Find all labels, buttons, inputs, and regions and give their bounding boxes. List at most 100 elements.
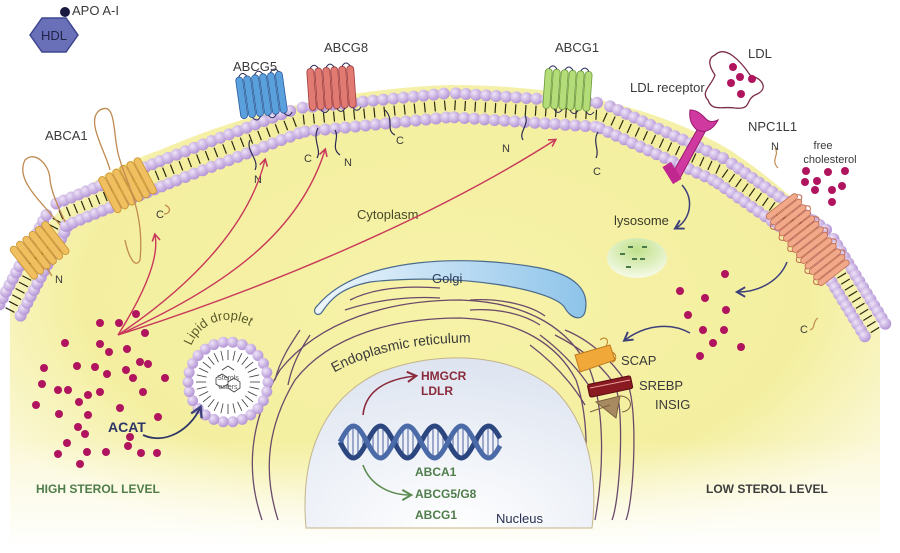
lipid-tail — [870, 326, 880, 334]
lipid-tail — [443, 100, 447, 111]
cholesterol-molecule — [161, 374, 169, 382]
transmembrane-helix — [133, 157, 157, 195]
low-sterol-level-label: LOW STEROL LEVEL — [706, 482, 828, 496]
abca1-c-terminus: C — [156, 209, 164, 221]
lipid-head — [559, 118, 572, 131]
efflux-arrow-abcg5 — [117, 157, 269, 336]
lipid-tail — [48, 224, 59, 230]
lipid-tail — [848, 290, 858, 297]
upregulated-genes: HMGCR LDLR — [421, 369, 467, 398]
cholesterol-molecule — [139, 388, 147, 396]
lipid-tail — [484, 102, 487, 113]
lipid-head — [716, 152, 729, 165]
cholesterol-molecule — [709, 339, 717, 347]
cholesterol-molecule — [81, 430, 89, 438]
lipid-tail — [343, 110, 346, 121]
cholesterol-molecule — [813, 177, 821, 185]
lipid-tail — [762, 197, 769, 207]
cholesterol-molecule — [737, 90, 745, 98]
lipid-head — [518, 116, 531, 129]
lipid-head — [508, 115, 521, 128]
lipid-tail — [8, 300, 19, 307]
npc1l1-n-terminus: N — [771, 141, 779, 153]
lipid-tail — [634, 127, 640, 137]
lipid-tail — [292, 117, 297, 127]
lipid-head — [417, 89, 430, 102]
lipid-tail — [373, 107, 376, 118]
lipid-head — [379, 117, 392, 130]
lipid-tail — [602, 112, 608, 123]
cholesterol-molecule — [802, 167, 810, 175]
lipid-tail — [433, 101, 436, 112]
lipid-head — [357, 95, 370, 108]
lysosome-contents — [620, 246, 647, 268]
lipid-tail — [204, 150, 210, 161]
abca1-transporter: ABCA1 N C — [9, 107, 171, 286]
cholesterol-molecule — [73, 362, 81, 370]
ldl-receptor-label: LDL receptor — [630, 80, 705, 95]
npc1l1-influx-arrow — [734, 261, 788, 298]
lipid-tail — [595, 109, 598, 120]
cholesterol-molecule — [811, 186, 819, 194]
lipid-droplet — [182, 336, 274, 428]
lipid-head — [470, 88, 483, 101]
lysosome-label: lysosome — [614, 213, 669, 228]
cholesterol-to-scap-arrow — [622, 325, 691, 342]
lipid-head — [591, 96, 604, 109]
lipid-head — [298, 125, 311, 138]
lipid-head — [478, 113, 491, 126]
cholesterol-molecule — [54, 450, 62, 458]
transmembrane-helix — [274, 71, 288, 114]
lipid-tail — [239, 137, 245, 148]
ldl-to-lysosome-arrow — [673, 184, 691, 230]
lysosome: lysosome — [607, 184, 691, 278]
gene-hmgcr: HMGCR — [421, 369, 467, 383]
transmembrane-helix — [791, 226, 824, 253]
gene-ldlr: LDLR — [421, 384, 453, 398]
cholesterol-molecule — [129, 374, 137, 382]
transmembrane-helix — [774, 204, 807, 231]
sterol-esters-label-1: Sterols — [217, 375, 239, 382]
lipid-tail — [154, 170, 160, 181]
lipid-head — [339, 121, 352, 134]
dna-helix-icon — [337, 423, 503, 461]
cholesterol-molecule — [96, 340, 104, 348]
lipid-head — [409, 114, 422, 127]
transmembrane-helix — [251, 74, 264, 117]
lipid-head — [329, 122, 342, 135]
cholesterol-molecule — [54, 386, 62, 394]
lipid-head — [530, 92, 543, 105]
abcg1-label: ABCG1 — [555, 40, 599, 55]
upregulation-arrow — [362, 370, 419, 416]
free-cholesterol: free cholesterol — [803, 140, 856, 166]
transmembrane-helix — [126, 161, 150, 199]
lipid-tail — [666, 142, 673, 152]
lipid-tail — [735, 178, 742, 188]
transmembrane-helix — [550, 68, 561, 110]
cholesterol-molecule — [122, 366, 130, 374]
lipid-tail — [675, 145, 681, 156]
srebp-protein — [587, 375, 634, 398]
cholesterol-molecule — [137, 449, 145, 457]
lipid-head — [399, 115, 412, 128]
lipid-head — [448, 111, 461, 124]
free-cholesterol-dots — [801, 167, 849, 206]
lipid-head — [528, 116, 541, 129]
cholesterol-molecule — [105, 348, 113, 356]
cholesterol-molecule — [701, 294, 709, 302]
lipid-tail — [302, 114, 305, 125]
apoa1-label: APO A-I — [72, 3, 119, 18]
efflux-arrow-abcg8 — [117, 147, 328, 336]
lipid-tail — [504, 103, 507, 114]
lipid-head — [309, 124, 322, 137]
cholesterol-molecule — [96, 319, 104, 327]
lipid-head — [389, 116, 402, 129]
lipid-tail — [851, 296, 862, 303]
lipid-tail — [707, 160, 713, 171]
cholesterol-molecule — [144, 360, 152, 368]
lipid-head — [296, 101, 309, 114]
cholesterol-molecule — [96, 388, 104, 396]
lipid-tail — [866, 320, 876, 328]
abcg1-n-terminus: N — [502, 143, 510, 155]
lipid-head — [510, 91, 523, 104]
